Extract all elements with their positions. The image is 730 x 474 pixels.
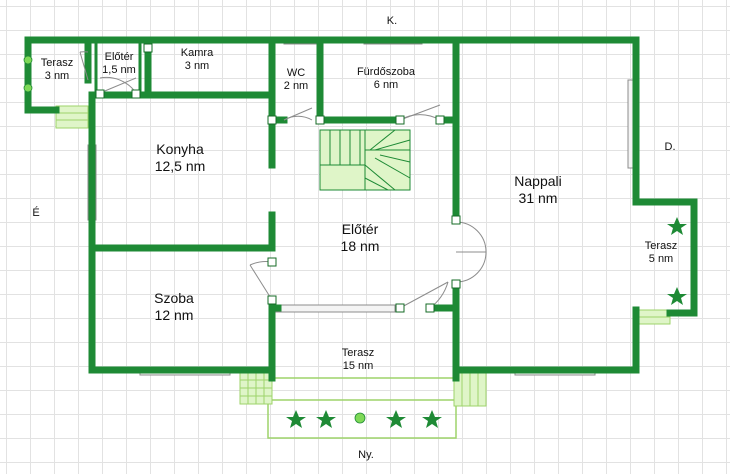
room-area: 12 nm xyxy=(154,307,194,323)
room-area: 5 nm xyxy=(648,253,674,265)
doors xyxy=(79,51,487,309)
room-name: Előtér xyxy=(104,50,134,63)
room-area: 15 nm xyxy=(342,360,374,372)
wall-caps xyxy=(95,43,461,313)
room-area: 3 nm xyxy=(184,60,210,72)
flower-icon xyxy=(23,55,366,424)
room-szoba: Szoba 12 nm xyxy=(154,290,194,324)
door-hall-south xyxy=(399,281,449,309)
compass-west: É xyxy=(32,207,40,219)
room-area: 3 nm xyxy=(44,70,70,82)
room-area: 2 nm xyxy=(283,80,309,92)
compass-east: D. xyxy=(664,141,676,153)
room-name: Szoba xyxy=(154,290,194,307)
plants xyxy=(23,55,687,428)
steps-south-west xyxy=(239,371,273,405)
room-name: Terasz xyxy=(40,56,74,69)
room-terasz-east: Terasz 5 nm xyxy=(645,240,677,266)
room-eloter-small: Előtér 1,5 nm xyxy=(102,51,136,77)
steps-east-terrace xyxy=(637,309,671,325)
room-name: Előtér xyxy=(341,221,379,238)
room-area: 31 nm xyxy=(518,190,558,206)
room-kamra: Kamra 3 nm xyxy=(181,47,213,73)
room-furdoszoba: Fürdőszoba 6 nm xyxy=(357,66,415,92)
star-plant-icon xyxy=(286,217,687,428)
room-name: Nappali xyxy=(514,173,562,190)
room-area: 12,5 nm xyxy=(154,158,206,174)
south-terrace-outline xyxy=(267,377,457,439)
patio-outlines xyxy=(267,377,457,439)
room-terasz-south: Terasz 15 nm xyxy=(342,347,374,373)
door-wc xyxy=(283,107,313,121)
compass-north: K. xyxy=(386,15,398,27)
small-partitions xyxy=(94,40,142,95)
room-area: 6 nm xyxy=(373,79,399,91)
door-bathroom xyxy=(399,104,441,121)
room-name: WC xyxy=(286,66,306,79)
compass-south: Ny. xyxy=(358,449,374,461)
room-name: Terasz xyxy=(644,239,678,252)
room-name: Terasz xyxy=(341,346,375,359)
door-living xyxy=(455,221,487,283)
window-hall-south xyxy=(274,304,396,313)
room-wc: WC 2 nm xyxy=(284,67,308,93)
walls xyxy=(24,36,698,382)
door-room xyxy=(249,261,273,301)
steps-north-west-terrace xyxy=(55,105,89,129)
room-konyha: Konyha 12,5 nm xyxy=(155,141,206,175)
door-terrace-nw xyxy=(79,51,89,81)
room-terasz-nw: Terasz 3 nm xyxy=(41,57,73,83)
room-eloter-main: Előtér 18 nm xyxy=(341,221,380,255)
door-entry-small xyxy=(99,76,137,94)
room-name: Konyha xyxy=(156,141,204,158)
room-area: 1,5 nm xyxy=(102,64,136,76)
room-nappali: Nappali 31 nm xyxy=(514,173,561,207)
room-area: 18 nm xyxy=(340,238,380,254)
room-name: Kamra xyxy=(180,46,214,59)
staircase xyxy=(319,129,411,191)
room-name: Fürdőszoba xyxy=(356,65,416,78)
